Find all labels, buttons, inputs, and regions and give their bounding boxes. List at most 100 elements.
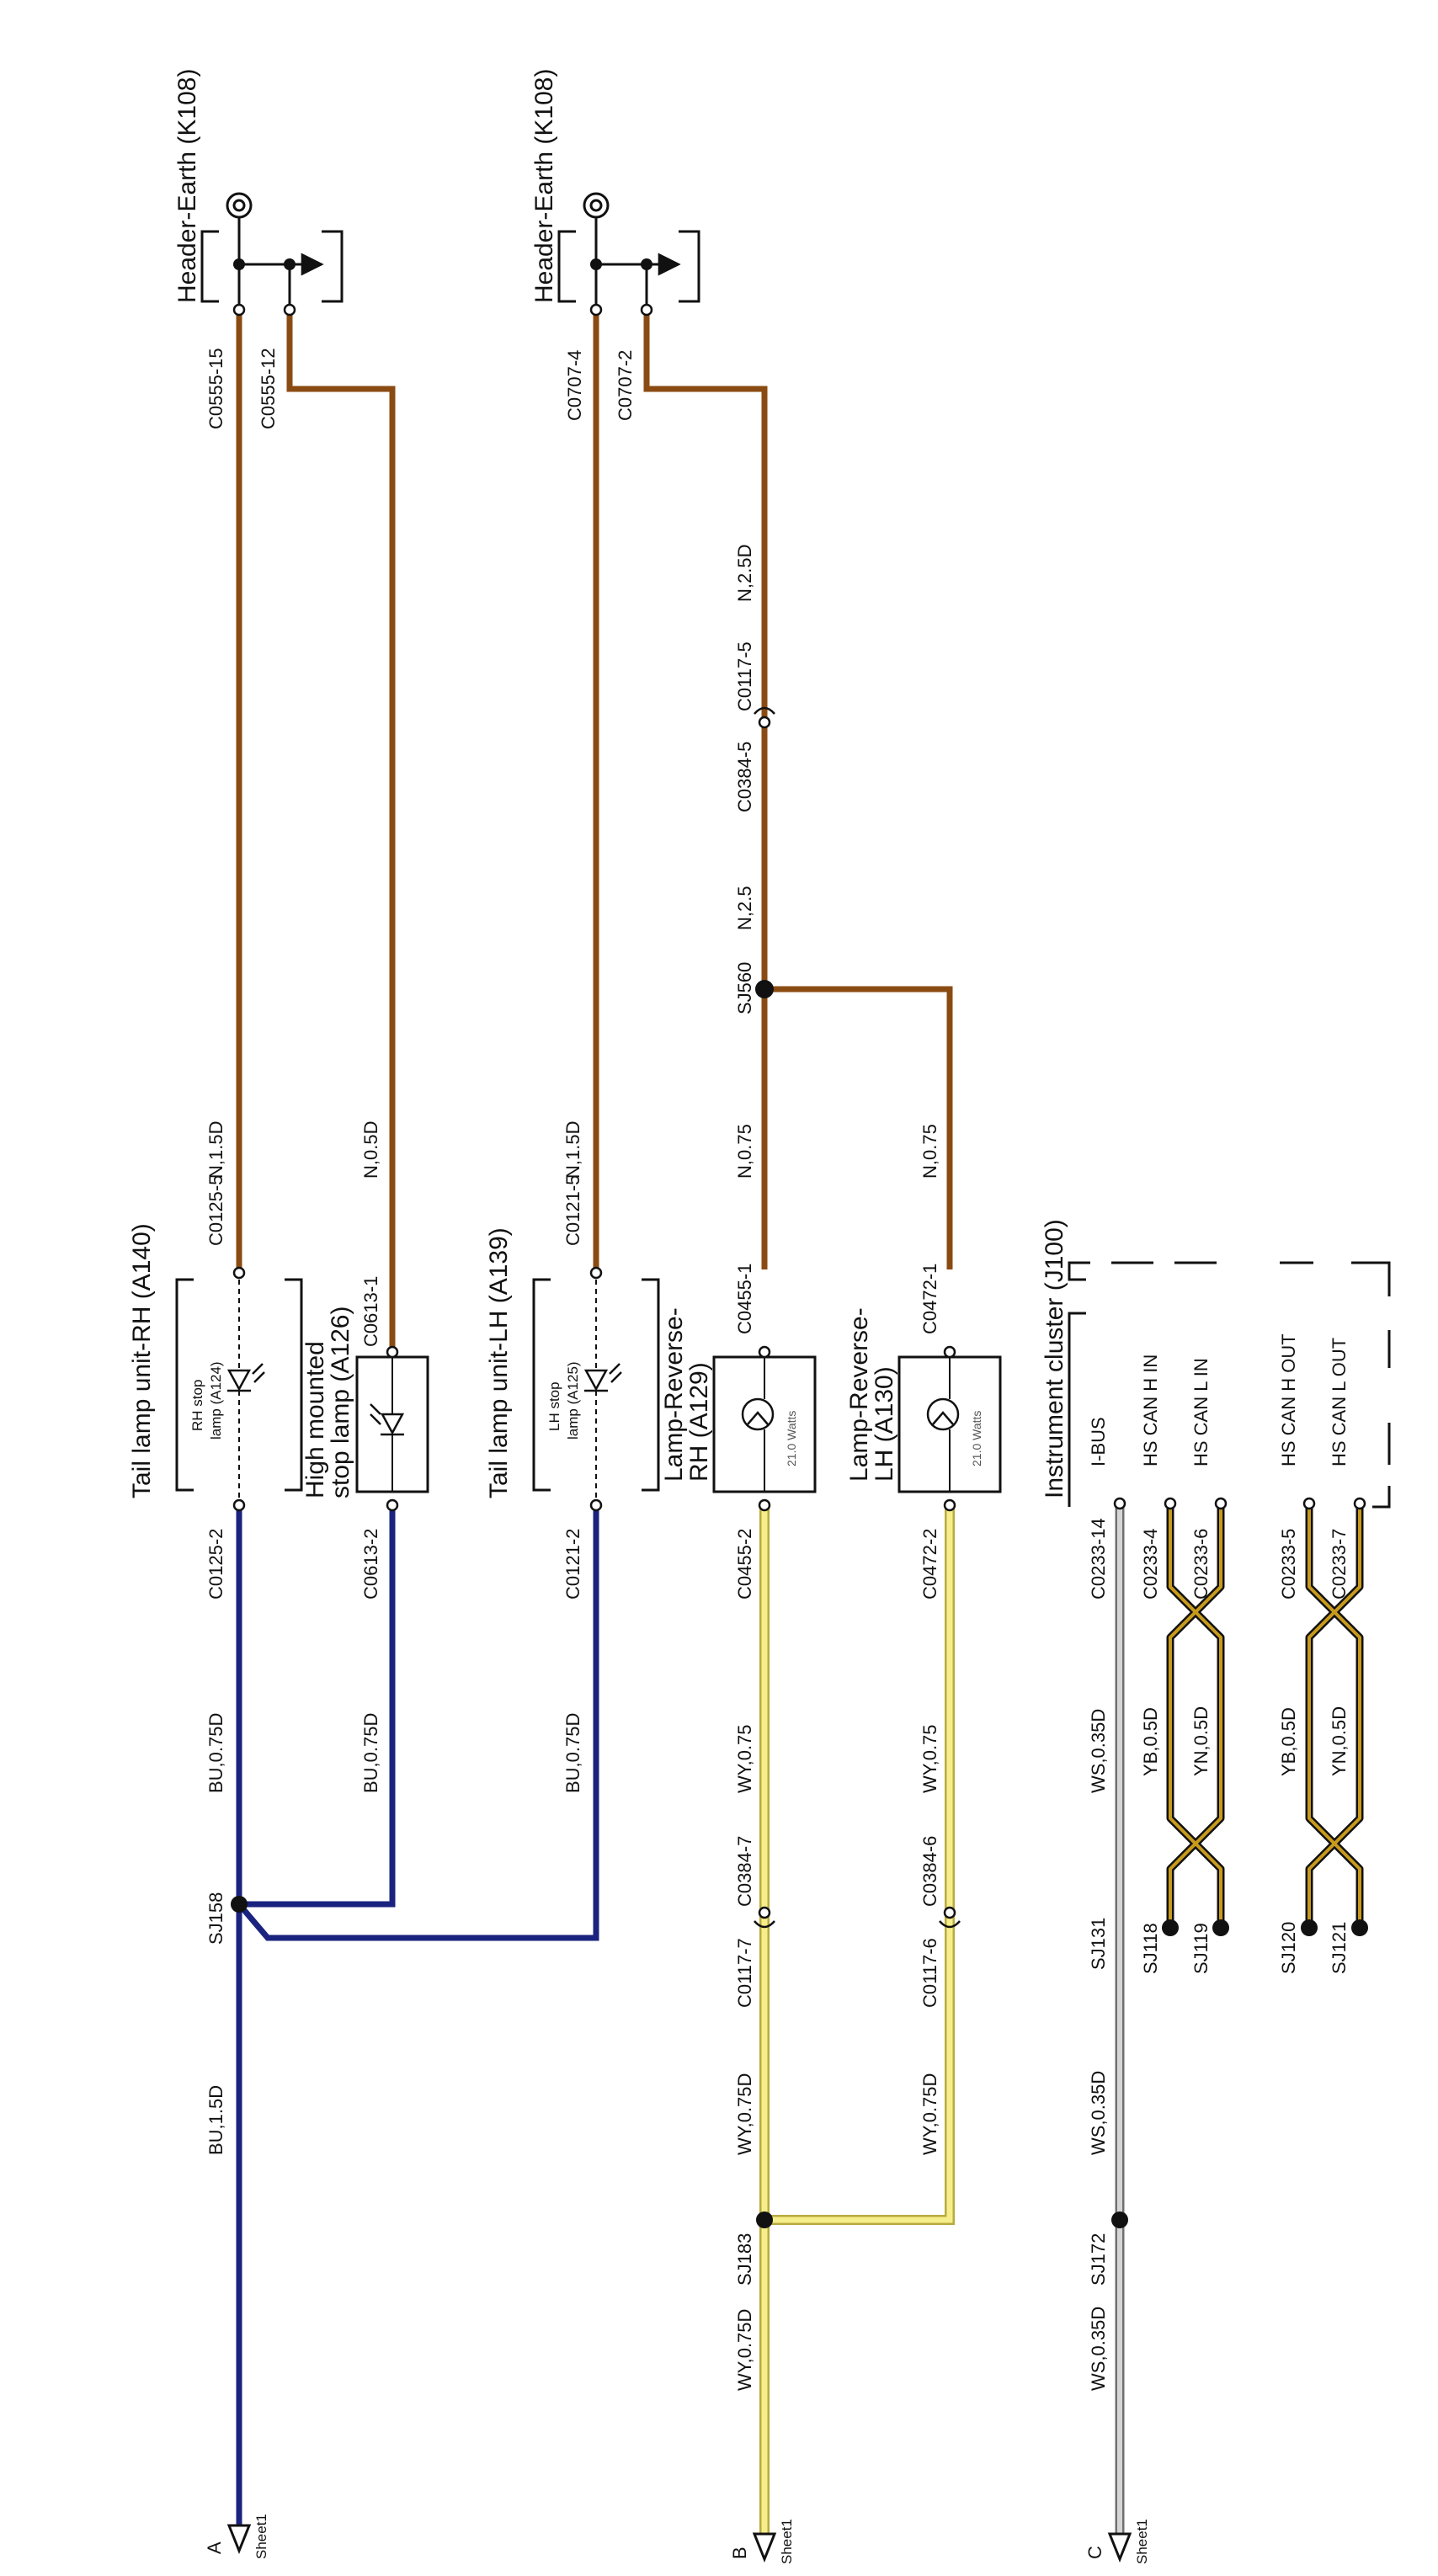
connector-label: C0384-5 (734, 742, 755, 812)
instrument-cluster-bracket (1068, 1261, 1391, 1509)
wire-label: YN,0.5D (1190, 1706, 1212, 1776)
bulb-icon (926, 1357, 960, 1492)
connector-label: C0233-14 (1088, 1518, 1109, 1599)
connector-label: C0117-5 (734, 641, 755, 711)
connector-pins (386, 1345, 399, 1512)
wire-label: N,0.75 (734, 1124, 755, 1179)
wire-label: WY,0.75D (734, 2073, 755, 2155)
connector-label: C0455-1 (734, 1264, 755, 1334)
connector-label: C0555-15 (205, 348, 226, 429)
wire-label: N,0.75 (919, 1124, 940, 1179)
wire-label: WS,0.35D (1088, 1709, 1109, 1793)
can-splice-dots (1162, 1919, 1368, 1936)
wire-label: WY,0.75D (734, 2309, 755, 2391)
connector-label: C0233-5 (1278, 1529, 1299, 1599)
wire-label: WY,0.75D (919, 2073, 940, 2155)
splice-sj172 (1111, 2211, 1128, 2228)
connector-label: C0384-7 (734, 1836, 755, 1907)
wire-label: BU,0.75D (360, 1713, 381, 1793)
tail-lamp-lh-bracket (532, 1278, 660, 1498)
tail-lamp-rh-bracket (175, 1278, 303, 1498)
connector-label: C0472-2 (919, 1529, 940, 1599)
lh-stop-lamp-diode-icon (583, 1363, 622, 1392)
connector-label: C0117-7 (734, 1938, 755, 2008)
connector-label: C0121-5 (562, 1175, 583, 1246)
pin-label-ibus: I-BUS (1088, 1417, 1109, 1466)
bulb-icon (741, 1357, 775, 1492)
splice-sj183 (756, 2211, 773, 2228)
sheet-ref-letter: B (729, 2547, 750, 2559)
connector-pins (758, 1345, 771, 1512)
connector-pins (232, 1266, 246, 1512)
sheet-ref-letter: A (204, 2541, 225, 2554)
wire-label: WY,0.75 (734, 1724, 755, 1793)
connector-label: C0707-2 (615, 350, 636, 421)
watts-label: 21.0 Watts (970, 1411, 983, 1466)
wire-label: WS,0.35D (1088, 2071, 1109, 2155)
tail-lamp-rh-label: Tail lamp unit-RH (A140) (128, 1223, 156, 1498)
rh-stop-lamp-diode-icon (226, 1363, 265, 1392)
connector-pins (589, 1266, 603, 1512)
sheet-ref-label: Sheet1 (1134, 2519, 1150, 2564)
reverse-lamp-lh-label: Lamp-Reverse- (845, 1307, 873, 1482)
reverse-lamp-lh-label: LH (A130) (871, 1366, 898, 1482)
connector-label: C0121-2 (562, 1529, 583, 1599)
connector-label: C0125-5 (205, 1175, 226, 1246)
connector-label: C0117-6 (919, 1938, 940, 2008)
can-twisted-pairs (1166, 1507, 1364, 1924)
connector-label: C0707-4 (564, 350, 585, 421)
pin-label-hs-can-l-out: HS CAN L OUT (1329, 1338, 1350, 1466)
connector-label: C0233-4 (1140, 1529, 1161, 1599)
watts-label: 21.0 Watts (785, 1411, 798, 1466)
high-mounted-stop-lamp-label: stop lamp (A126) (327, 1307, 354, 1498)
wire-label: WS,0.35D (1088, 2307, 1109, 2391)
connector-pins (232, 303, 296, 317)
connector-label: C0233-7 (1329, 1529, 1350, 1599)
wire-label: YB,0.5D (1278, 1707, 1299, 1776)
earth-junction-dot (284, 258, 296, 270)
wire-label: N,2.5D (734, 545, 755, 602)
lh-stop-lamp-label: LH stop (546, 1381, 562, 1431)
pin-label-hs-can-l-in: HS CAN L IN (1190, 1358, 1212, 1466)
connector-pins (1113, 1497, 1366, 1510)
connector-label: C0613-1 (360, 1276, 381, 1347)
sheet-ref-label: Sheet1 (253, 2514, 269, 2559)
tail-lamp-lh-label: Tail lamp unit-LH (A139) (485, 1227, 513, 1498)
wire-label: WY,0.75 (919, 1724, 940, 1793)
wire-label: BU,0.75D (205, 1713, 226, 1793)
splice-sj560 (755, 980, 774, 998)
splice-label: SJ119 (1190, 1923, 1212, 1974)
connector-label: C0125-2 (205, 1529, 226, 1599)
splice-label: SJ158 (205, 1892, 226, 1945)
brown-ground-wires (236, 313, 953, 1349)
wire-label: N,1.5D (205, 1121, 226, 1179)
rh-stop-lamp-label: lamp (A124) (208, 1361, 224, 1440)
splice-label: SJ131 (1088, 1918, 1109, 1970)
wire-label: N,2.5 (734, 886, 755, 930)
wire-label: YN,0.5D (1329, 1706, 1350, 1776)
splice-label: SJ118 (1140, 1923, 1161, 1974)
splice-label: SJ120 (1278, 1922, 1299, 1974)
connector-label: C0555-12 (258, 348, 279, 429)
high-mounted-stop-lamp-label: High mounted (301, 1341, 329, 1498)
wire-label: N,0.5D (360, 1121, 381, 1179)
rh-stop-lamp-label: RH stop (189, 1380, 205, 1431)
header-earth-2-label: Header-Earth (K108) (530, 69, 558, 303)
sheet-ref-label: Sheet1 (779, 2519, 795, 2564)
wire-label: BU,0.75D (562, 1713, 583, 1793)
splice-label: SJ560 (734, 962, 755, 1014)
earth-junction-dot (590, 258, 602, 270)
wire-label: BU,1.5D (205, 2085, 226, 2155)
instrument-cluster-label: Instrument cluster (J100) (1041, 1219, 1068, 1498)
splice-label: SJ121 (1329, 1922, 1350, 1974)
lh-stop-lamp-label: lamp (A125) (565, 1361, 581, 1440)
connector-pins (943, 1345, 956, 1512)
yellow-reverse-wires (759, 1509, 955, 2534)
connector-label: C0233-6 (1190, 1529, 1212, 1599)
reverse-lamp-rh-label: RH (A129) (685, 1362, 713, 1482)
connector-pins (589, 303, 653, 317)
earth-junction-dot (641, 258, 652, 270)
wire-label: N,1.5D (562, 1121, 583, 1179)
inline-connector-c0117-7 (754, 1906, 775, 1929)
